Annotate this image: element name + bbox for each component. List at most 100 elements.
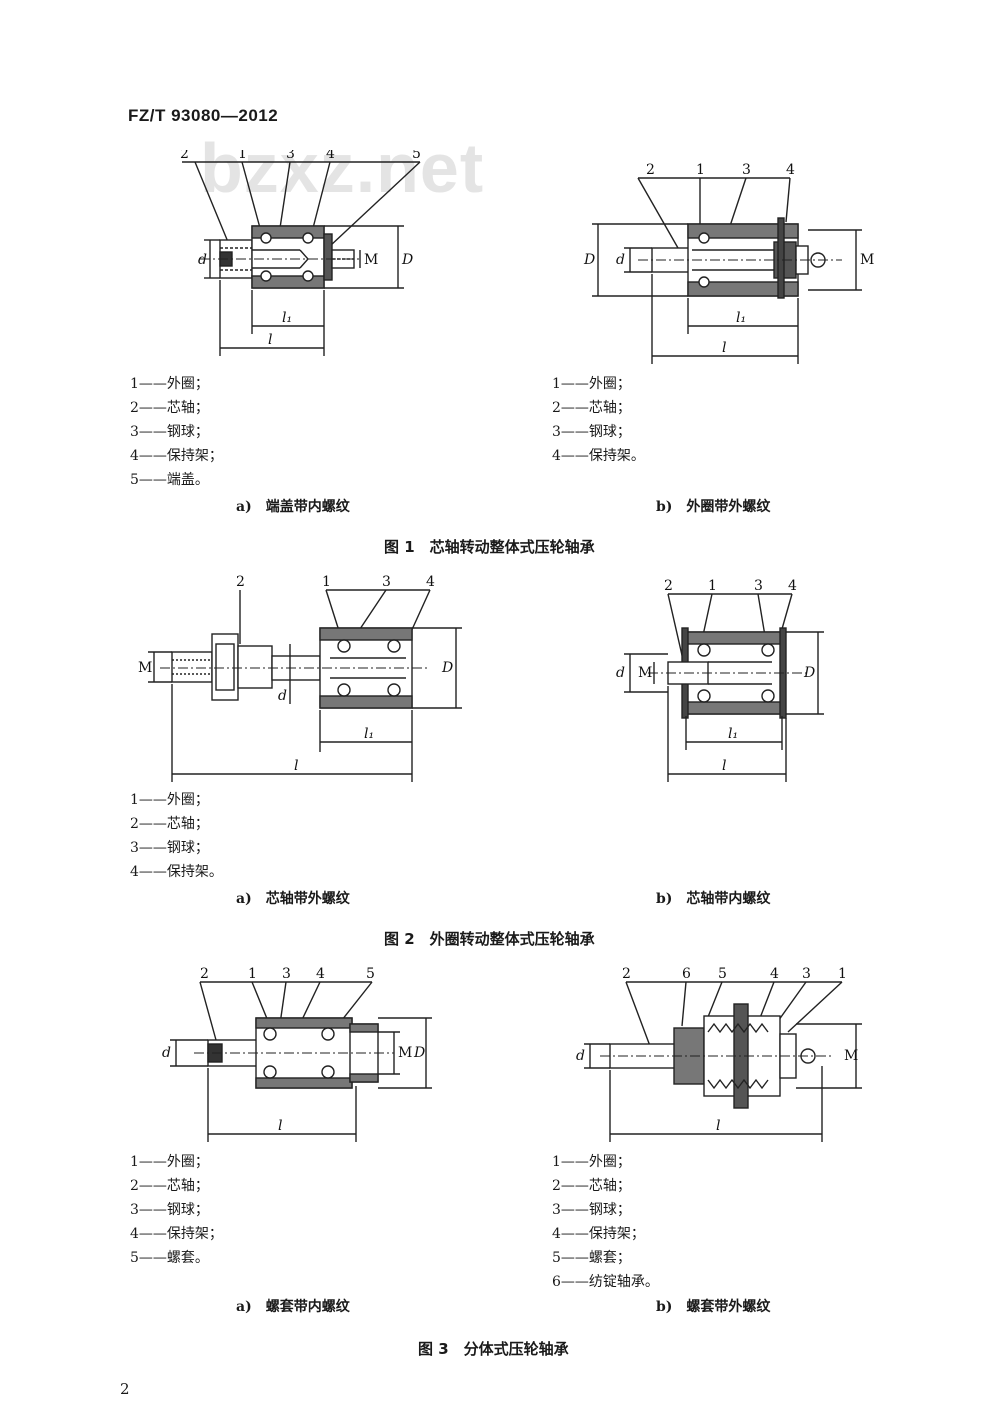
fig2a-callout-4: 4 — [426, 574, 435, 590]
figure-1a-drawing: 2 1 3 4 5 d M D l₁ l — [180, 150, 421, 356]
figure-3b-legend: 1——外圈； 2——芯轴； 3——钢球； 4——保持架； 5——螺套； 6——纺… — [552, 1150, 659, 1294]
fig3b-callout-2: 2 — [622, 966, 631, 982]
legend-item: 4——保持架； — [552, 1226, 645, 1242]
fig1a-dim-d: d — [198, 252, 207, 268]
fig2b-callout-4: 4 — [788, 578, 797, 594]
fig2b-dim-l1: l₁ — [728, 726, 738, 742]
figure-2b-diagram: 2 1 3 4 d M D l₁ l — [608, 578, 838, 784]
legend-item: 1——外圈； — [552, 376, 631, 392]
figure-1b-subcaption: b) 外圈带外螺纹 — [656, 499, 771, 515]
fig1b-callout-4: 4 — [786, 162, 795, 178]
figure-3-caption: 图 3 分体式压轮轴承 — [418, 1340, 569, 1358]
fig3b-dim-M: M — [844, 1048, 858, 1064]
fig2b-callout-3: 3 — [754, 578, 763, 594]
fig3b-callout-1: 1 — [838, 966, 847, 982]
fig2b-callout-2: 2 — [664, 578, 673, 594]
figure-1-caption: 图 1 芯轴转动整体式压轮轴承 — [384, 538, 595, 556]
fig1a-callout-5: 5 — [412, 150, 421, 162]
figure-1a-subcaption: a) 端盖带内螺纹 — [236, 499, 350, 515]
fig2b-dim-d: d — [616, 665, 625, 681]
legend-item: 6——纺锭轴承。 — [552, 1274, 659, 1290]
document-code: FZ/T 93080—2012 — [128, 106, 279, 125]
figure-3b-drawing: 2 6 5 4 3 1 d M l — [576, 966, 862, 1142]
fig3a-dim-l: l — [278, 1118, 282, 1134]
fig2b-dim-M: M — [638, 665, 652, 681]
fig1b-dim-d: d — [616, 252, 625, 268]
fig1a-dim-M: M — [364, 252, 378, 268]
fig3b-callout-4: 4 — [770, 966, 779, 982]
fig2b-dim-l: l — [722, 758, 726, 774]
legend-item: 1——外圈； — [130, 376, 209, 392]
legend-item: 1——外圈； — [552, 1154, 631, 1170]
fig1b-callout-2: 2 — [646, 162, 655, 178]
fig1b-dim-D: D — [583, 252, 595, 268]
fig2a-callout-2: 2 — [236, 574, 245, 590]
watermark: bzxz.net — [200, 129, 485, 207]
legend-item: 4——保持架。 — [130, 864, 223, 880]
fig1b-dim-l: l — [722, 340, 726, 356]
fig3a-dim-D: D — [413, 1045, 425, 1061]
fig3b-callout-3: 3 — [802, 966, 811, 982]
figure-2a-legend: 1——外圈； 2——芯轴； 3——钢球； 4——保持架。 — [130, 788, 223, 884]
fig3a-callout-5: 5 — [366, 966, 375, 982]
legend-item: 1——外圈； — [130, 792, 209, 808]
fig1a-dim-l: l — [268, 332, 272, 348]
fig3a-callout-4: 4 — [316, 966, 325, 982]
figure-1a-diagram: 2 1 3 4 5 d M D l₁ l — [180, 150, 430, 360]
legend-item: 5——螺套。 — [130, 1250, 209, 1266]
legend-item: 2——芯轴； — [552, 1178, 631, 1194]
legend-item: 3——钢球； — [552, 1202, 631, 1218]
fig2a-dim-l: l — [294, 758, 298, 774]
legend-item: 5——螺套； — [552, 1250, 631, 1266]
figure-3a-drawing: 2 1 3 4 5 d M D l — [162, 966, 432, 1142]
legend-item: 3——钢球； — [130, 840, 209, 856]
figure-2b-subcaption: b) 芯轴带内螺纹 — [656, 891, 771, 907]
page-number: 2 — [120, 1380, 130, 1398]
fig1a-callout-4: 4 — [326, 150, 335, 162]
legend-item: 2——芯轴； — [130, 816, 209, 832]
fig3b-dim-d: d — [576, 1048, 585, 1064]
legend-item: 3——钢球； — [552, 424, 631, 440]
legend-item: 2——芯轴； — [552, 400, 631, 416]
fig2a-callout-3: 3 — [382, 574, 391, 590]
figure-1b-legend: 1——外圈； 2——芯轴； 3——钢球； 4——保持架。 — [552, 372, 645, 468]
legend-item: 2——芯轴； — [130, 1178, 209, 1194]
fig1b-dim-M: M — [860, 252, 874, 268]
fig1a-callout-2: 2 — [180, 150, 189, 162]
legend-item: 3——钢球； — [130, 424, 209, 440]
fig1b-callout-3: 3 — [742, 162, 751, 178]
fig2a-dim-D: D — [441, 660, 453, 676]
fig1a-callout-1: 1 — [238, 150, 247, 162]
fig2a-dim-l1: l₁ — [364, 726, 374, 742]
figure-2-caption: 图 2 外圈转动整体式压轮轴承 — [384, 930, 595, 948]
figure-3b-subcaption: b) 螺套带外螺纹 — [656, 1299, 771, 1315]
figure-1b-drawing: 2 1 3 4 D d M l₁ l — [583, 162, 874, 364]
fig2a-callout-1: 1 — [322, 574, 331, 590]
legend-item: 4——保持架； — [130, 448, 223, 464]
figure-1a-legend: 1——外圈； 2——芯轴； 3——钢球； 4——保持架； 5——端盖。 — [130, 372, 223, 492]
fig2b-callout-1: 1 — [708, 578, 717, 594]
figure-3a-diagram: 2 1 3 4 5 d M D l — [160, 966, 440, 1144]
fig1a-callout-3: 3 — [286, 150, 295, 162]
fig3a-callout-1: 1 — [248, 966, 257, 982]
fig1a-dim-D: D — [401, 252, 413, 268]
figure-1b-diagram: 2 1 3 4 D d M l₁ l — [578, 158, 878, 368]
fig1a-dim-l1: l₁ — [282, 310, 292, 326]
fig2a-dim-d: d — [278, 688, 287, 704]
figure-2b-drawing: 2 1 3 4 d M D l₁ l — [616, 578, 824, 782]
fig3a-dim-M: M — [398, 1045, 412, 1061]
fig3a-callout-3: 3 — [282, 966, 291, 982]
legend-item: 4——保持架。 — [552, 448, 645, 464]
fig2a-dim-M: M — [138, 660, 152, 676]
legend-item: 3——钢球； — [130, 1202, 209, 1218]
fig3b-dim-l: l — [716, 1118, 720, 1134]
figure-3a-legend: 1——外圈； 2——芯轴； 3——钢球； 4——保持架； 5——螺套。 — [130, 1150, 223, 1270]
fig3a-callout-2: 2 — [200, 966, 209, 982]
figure-3b-diagram: 2 6 5 4 3 1 d M l — [570, 966, 870, 1144]
legend-item: 5——端盖。 — [130, 472, 209, 488]
figure-3a-subcaption: a) 螺套带内螺纹 — [236, 1299, 350, 1315]
figure-2a-diagram: 2 1 3 4 M d D l₁ l — [130, 574, 470, 784]
fig1b-callout-1: 1 — [696, 162, 705, 178]
figure-2a-subcaption: a) 芯轴带外螺纹 — [236, 891, 350, 907]
